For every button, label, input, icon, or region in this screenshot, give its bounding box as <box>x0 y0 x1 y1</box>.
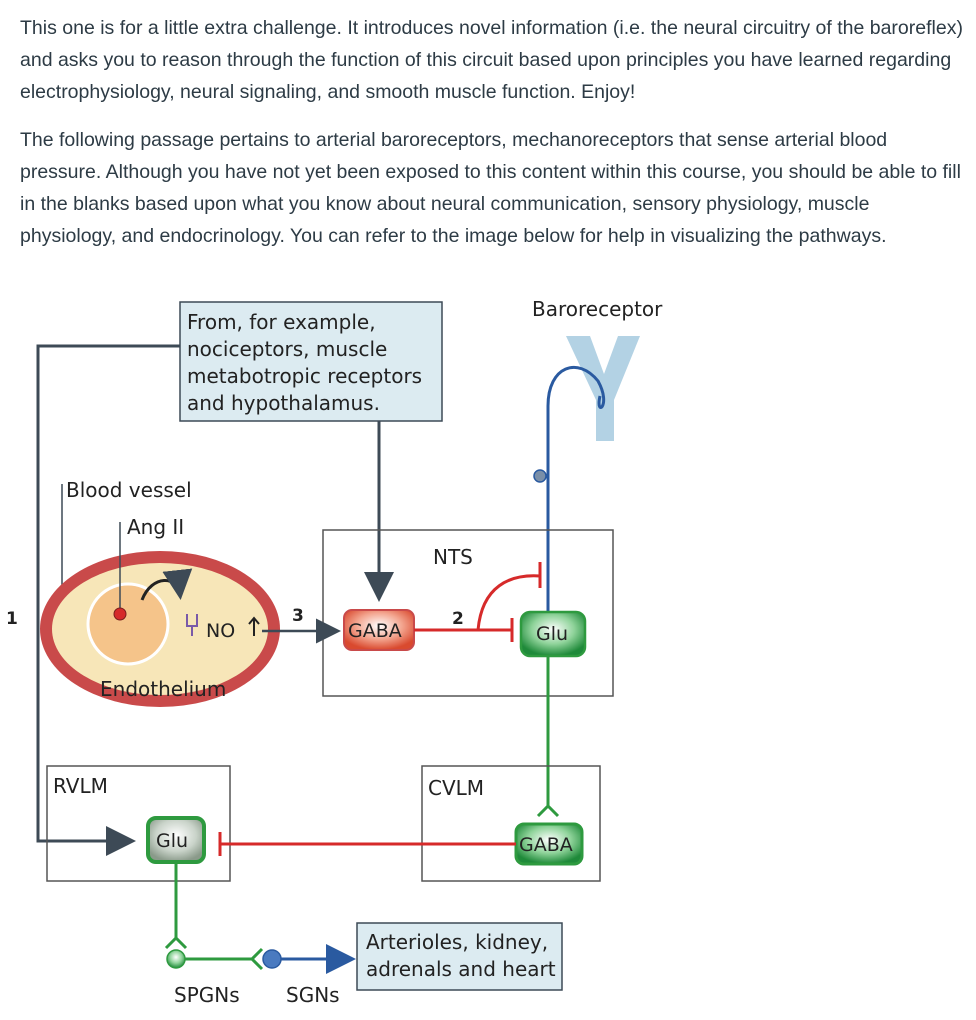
no-up-arrow <box>248 616 260 636</box>
ang-ii-arrow <box>140 568 193 601</box>
intro-paragraph-1: This one is for a little extra challenge… <box>20 17 963 103</box>
baroreflex-figure: From, for example, nociceptors, muscle m… <box>0 296 976 1020</box>
blood-vessel-label: Blood vessel <box>66 478 192 502</box>
spgn-cell-body <box>166 949 186 969</box>
input-box <box>179 301 443 422</box>
glu-to-cvlm-terminal <box>536 803 560 818</box>
endothelium-label: Endothelium <box>100 677 226 701</box>
nts-box <box>322 529 614 697</box>
endothelial-cell <box>86 582 170 666</box>
cvlm-gaba-label: GABA <box>519 834 573 856</box>
no-receptor-icon <box>186 614 198 636</box>
ang-ii-receptor <box>113 607 127 621</box>
input-box-line-3: metabotropic receptors <box>187 364 422 388</box>
rvlm-glu-label: Glu <box>156 830 188 852</box>
ang-ii-label: Ang II <box>127 515 184 539</box>
baroreceptor-afferent-fiber <box>546 365 606 626</box>
output-box-line-1: Arterioles, kidney, <box>366 930 548 954</box>
output-box <box>356 922 563 991</box>
afferent-cell-body <box>533 469 547 483</box>
no-label: NO <box>206 620 235 642</box>
number-3: 3 <box>292 606 304 626</box>
cvlm-box <box>421 765 601 882</box>
pathway-input-to-rvlm <box>36 344 180 856</box>
nts-gaba-label: GABA <box>348 620 402 642</box>
baroreceptor-label: Baroreceptor <box>532 297 663 321</box>
output-box-line-2: adrenals and heart <box>366 957 556 981</box>
nts-label: NTS <box>433 545 473 569</box>
nts-glu-label: Glu <box>536 623 568 645</box>
rvlm-to-spgn-terminal <box>164 935 188 950</box>
sgn-cell-body <box>262 949 282 969</box>
spgn-to-sgn-terminal <box>249 947 264 971</box>
number-1: 1 <box>6 609 18 629</box>
rvlm-label: RVLM <box>53 774 108 798</box>
number-2: 2 <box>452 609 464 629</box>
sgns-label: SGNs <box>286 983 340 1007</box>
spgns-label: SPGNs <box>174 983 240 1007</box>
input-box-line-1: From, for example, <box>187 310 376 334</box>
input-box-line-2: nociceptors, muscle <box>187 337 387 361</box>
input-box-line-4: and hypothalamus. <box>187 391 380 415</box>
nts-glu-neuron <box>519 610 587 658</box>
rvlm-box <box>46 765 231 882</box>
presynaptic-inhibition <box>476 574 541 631</box>
intro-paragraph-2: The following passage pertains to arteri… <box>20 129 961 247</box>
cvlm-label: CVLM <box>428 776 484 800</box>
